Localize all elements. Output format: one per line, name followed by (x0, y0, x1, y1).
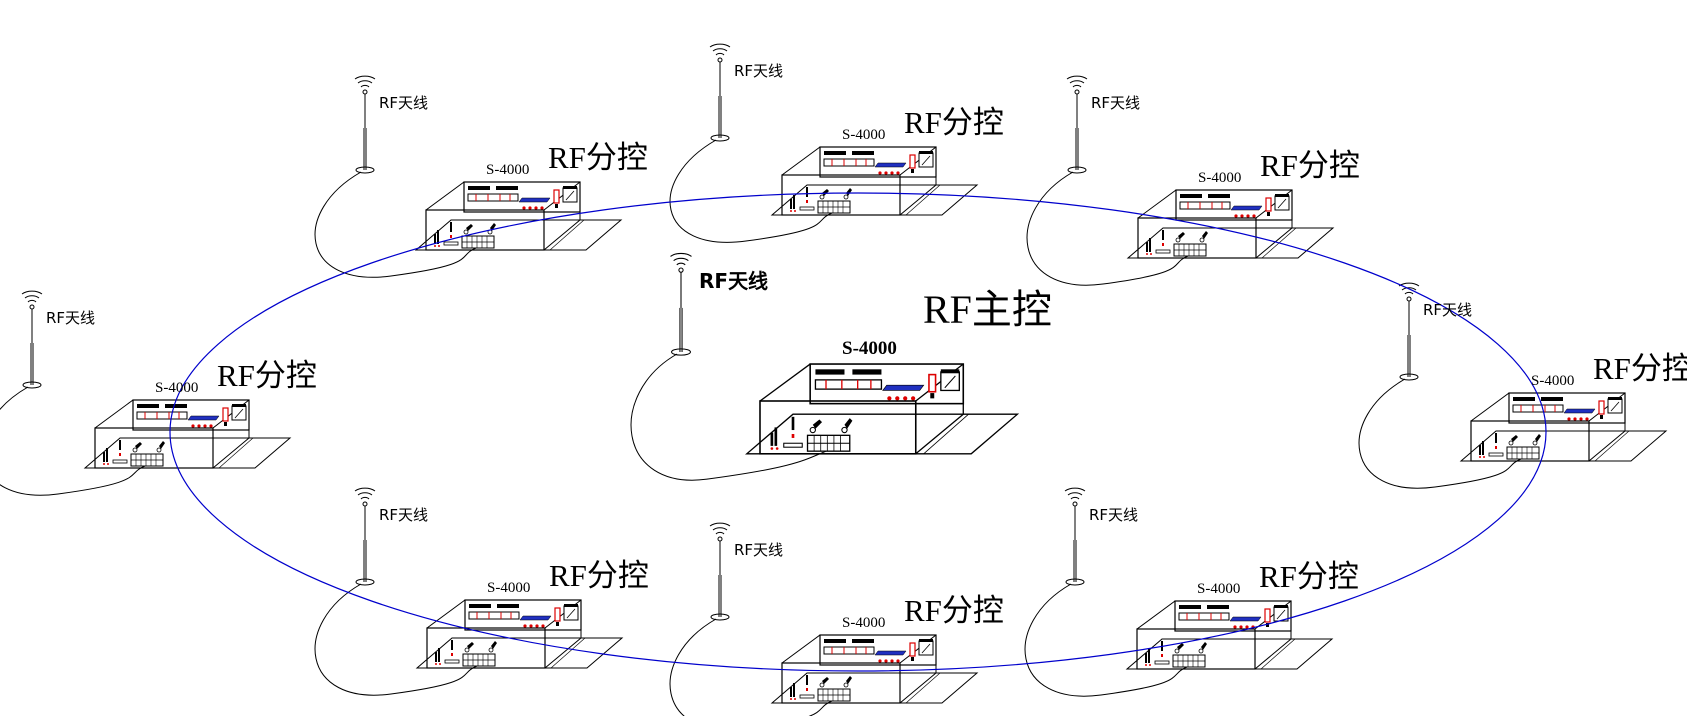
controller-device-icon (1460, 392, 1667, 462)
role-label: RF主控 (923, 287, 1052, 332)
antenna-cables (0, 139, 1522, 716)
antenna-cable (314, 583, 478, 696)
model-label: S-4000 (486, 162, 529, 178)
antenna-cable (1358, 378, 1522, 489)
antenna-icon (669, 252, 693, 356)
antenna-label: RF天线 (734, 541, 783, 559)
antenna-icon (1064, 487, 1086, 586)
model-label: S-4000 (842, 615, 885, 631)
role-label: RF分控 (1259, 559, 1359, 594)
model-label: S-4000 (487, 580, 530, 596)
antenna-cable (669, 139, 833, 243)
antenna-cable (1026, 171, 1189, 286)
antenna-label: RF天线 (1089, 506, 1138, 524)
antenna-icon (354, 75, 376, 174)
model-label: S-4000 (1197, 581, 1240, 597)
antenna-label: RF天线 (379, 506, 428, 524)
antenna-icon (709, 43, 731, 142)
role-label: RF分控 (548, 140, 648, 175)
antenna-icon (21, 290, 43, 389)
antenna-label: RF天线 (379, 94, 428, 112)
model-label: S-4000 (842, 338, 897, 359)
controller-device-icon (1127, 189, 1334, 259)
antenna-label: RF天线 (1423, 301, 1472, 319)
antenna-label: RF天线 (46, 309, 95, 327)
model-label: S-4000 (1198, 170, 1241, 186)
antenna-label: RF天线 (1091, 94, 1140, 112)
antenna-cable (630, 353, 827, 481)
antenna-icon (1398, 282, 1420, 381)
antenna-icon (709, 522, 731, 621)
controller-device-icon (1126, 600, 1333, 670)
role-label: RF分控 (904, 593, 1004, 628)
antenna-cable (669, 618, 833, 716)
model-label: S-4000 (1531, 373, 1574, 389)
antenna-label: RF天线 (699, 269, 768, 293)
rf-ring-link (169, 192, 1547, 672)
model-label: S-4000 (842, 127, 885, 143)
controller-device-icon (84, 399, 291, 469)
antenna-icon (354, 487, 376, 586)
controller-device-icon (771, 146, 978, 216)
antenna-label: RF天线 (734, 62, 783, 80)
model-label: S-4000 (155, 380, 198, 396)
role-label: RF分控 (1260, 148, 1360, 183)
role-label: RF分控 (217, 358, 317, 393)
role-label: RF分控 (1593, 351, 1687, 386)
controller-device-icon (746, 363, 1019, 455)
antenna-cable (314, 171, 477, 278)
role-label: RF分控 (904, 105, 1004, 140)
antenna-cable (1024, 583, 1188, 697)
controller-device-icon (416, 599, 623, 669)
antenna-icon (1066, 75, 1088, 174)
role-label: RF分控 (549, 558, 649, 593)
antenna-cable (0, 386, 146, 496)
